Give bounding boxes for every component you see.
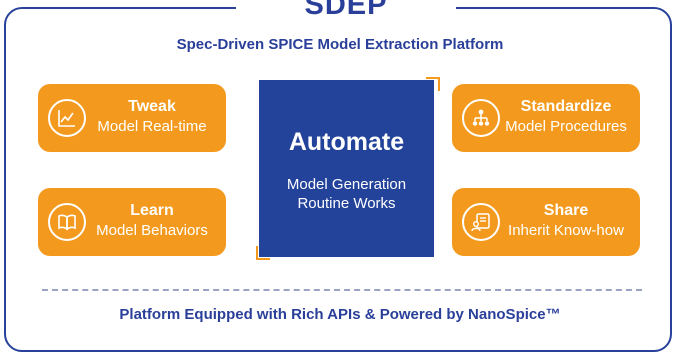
chart-icon [48,99,86,137]
automate-line-1: Model Generation [286,176,407,193]
footer-text: Platform Equipped with Rich APIs & Power… [119,306,561,323]
share-title: Share [543,202,589,219]
dashed-divider [42,289,642,291]
page-title: SDEP [304,0,388,21]
standardize-card: Standardize Model Procedures [452,84,640,152]
automate-box: Automate Model Generation Routine Works [259,80,434,257]
automate-line-2: Routine Works [297,195,396,212]
share-subtitle: Inherit Know-how [508,222,624,239]
corner-accent-bottom-left [256,246,270,260]
standardize-title: Standardize [520,98,612,115]
share-document-icon [462,203,500,241]
automate-heading: Automate [288,128,405,156]
share-card: Share Inherit Know-how [452,188,640,256]
book-icon [48,203,86,241]
corner-accent-top-right [426,77,440,91]
hierarchy-icon [462,99,500,137]
automate-description: Model Generation Routine Works [259,175,434,213]
learn-subtitle: Model Behaviors [96,222,208,239]
standardize-subtitle: Model Procedures [505,118,627,135]
learn-title: Learn [130,202,174,219]
tweak-card: Tweak Model Real-time [38,84,226,152]
tweak-subtitle: Model Real-time [97,118,207,135]
subtitle: Spec-Driven SPICE Model Extraction Platf… [176,36,504,53]
learn-card: Learn Model Behaviors [38,188,226,256]
title-area: SDEP [236,0,456,25]
tweak-title: Tweak [128,98,176,115]
